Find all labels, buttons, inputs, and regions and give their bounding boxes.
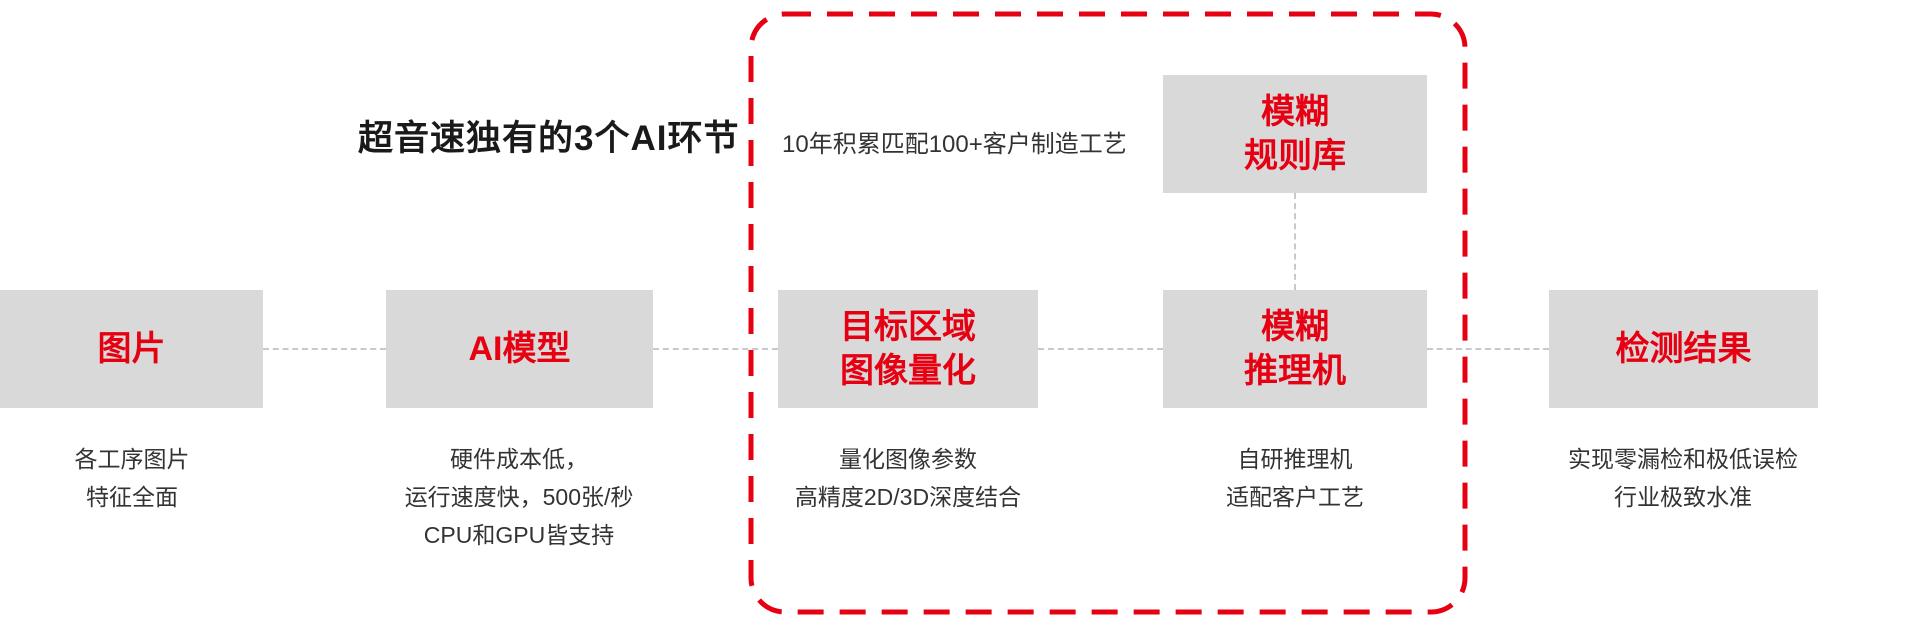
node-label: 图片	[98, 327, 166, 371]
node-label-line: 图像量化	[840, 352, 976, 390]
description-line: 适配客户工艺	[1226, 484, 1364, 510]
description-line: 各工序图片	[74, 446, 190, 472]
node-label-line: 检测结果	[1615, 330, 1752, 368]
description-line: 硬件成本低，	[450, 446, 588, 472]
node-label-line: AI模型	[468, 330, 571, 368]
node-label: AI模型	[469, 327, 571, 371]
node-label-line: 图片	[97, 330, 166, 368]
node-target-region-quantization: 目标区域 图像量化	[778, 290, 1038, 408]
node-label-line: 目标区域	[840, 308, 976, 346]
diagram-title: 超音速独有的3个AI环节	[358, 119, 740, 158]
node-fuzzy-inference-description: 自研推理机 适配客户工艺	[1065, 440, 1525, 516]
connector-quantization-inference	[1038, 348, 1163, 350]
description-line: 特征全面	[86, 484, 178, 510]
node-label: 检测结果	[1616, 327, 1752, 371]
node-image: 图片	[0, 290, 263, 408]
node-ai-model: AI模型	[386, 290, 653, 408]
node-detection-result-description: 实现零漏检和极低误检 行业极致水准	[1453, 440, 1913, 516]
description-line: 运行速度快，500张/秒	[404, 484, 634, 510]
description-line: 自研推理机	[1237, 446, 1353, 472]
connector-image-aimodel	[263, 348, 386, 350]
node-label-line: 模糊	[1261, 93, 1329, 131]
node-label-line: 规则库	[1244, 137, 1346, 175]
highlight-note: 10年积累匹配100+客户制造工艺	[782, 131, 1127, 158]
description-line: 行业极致水准	[1614, 484, 1752, 510]
connector-rulebase-inference	[1294, 193, 1296, 290]
node-label-line: 模糊	[1261, 308, 1329, 346]
node-target-region-description: 量化图像参数 高精度2D/3D深度结合	[678, 440, 1138, 516]
node-image-description: 各工序图片 特征全面	[0, 440, 362, 516]
node-label-line: 推理机	[1244, 352, 1346, 390]
node-label: 模糊 推理机	[1244, 305, 1346, 393]
description-line: 实现零漏检和极低误检	[1568, 446, 1798, 472]
description-line: CPU和GPU皆支持	[423, 522, 615, 548]
node-ai-model-description: 硬件成本低， 运行速度快，500张/秒 CPU和GPU皆支持	[289, 440, 749, 554]
node-label: 目标区域 图像量化	[840, 305, 976, 393]
description-line: 量化图像参数	[839, 446, 977, 472]
connector-inference-result	[1427, 348, 1549, 350]
connector-aimodel-quantization	[653, 348, 778, 350]
description-line: 高精度2D/3D深度结合	[794, 484, 1022, 510]
node-detection-result: 检测结果	[1549, 290, 1818, 408]
node-label: 模糊 规则库	[1244, 90, 1346, 178]
node-fuzzy-rule-base: 模糊 规则库	[1163, 75, 1427, 193]
node-fuzzy-inference-engine: 模糊 推理机	[1163, 290, 1427, 408]
